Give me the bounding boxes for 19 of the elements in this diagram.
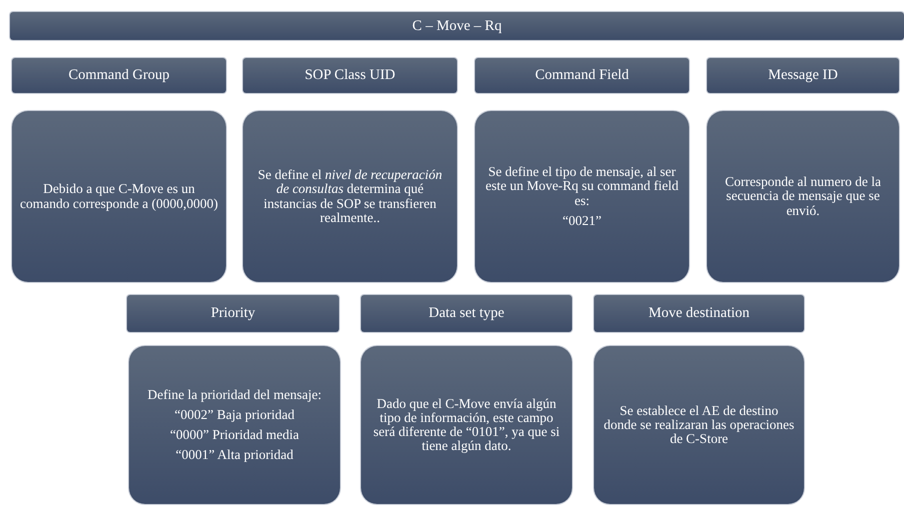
header-text: Command Field [535, 67, 629, 84]
header-text: SOP Class UID [304, 67, 396, 84]
description-text: “0021” [562, 214, 602, 228]
description-text: Dado que el C-Move envía algún tipo de información, este campo será diferente de “0101”, ya que si tiene algún dato. [372, 396, 561, 454]
description-text: “0001” Alta prioridad [176, 448, 294, 462]
header-text: Move destination [648, 305, 750, 322]
header-text: Priority [210, 305, 256, 322]
description-text: Corresponde al numero de la secuencia de mensaje que se envió. [724, 175, 882, 218]
header-text: Command Group [68, 67, 170, 84]
description-text: Debido a que C-Move es un comando corresponde a (0000,0000) [20, 182, 218, 211]
header-text: Message ID [768, 67, 838, 84]
description-text: Define la prioridad del mensaje: [148, 388, 322, 402]
description-text: Se establece el AE de destino donde se realizaran las operaciones de C-Store [602, 404, 796, 446]
header-text: C – Move – Rq [412, 18, 502, 34]
description-text: “0002” Baja prioridad [174, 408, 294, 422]
description-text: “0000” Prioridad media [170, 428, 299, 442]
header-text: Data set type [428, 305, 504, 322]
description-text: Se define el tipo de mensaje, al ser este un Move-Rq su command field es: [484, 165, 680, 208]
description-text: Se define el nivel de recuperación de consultas determina qué instancias de SOP se transfieren realmente.. [256, 168, 444, 225]
